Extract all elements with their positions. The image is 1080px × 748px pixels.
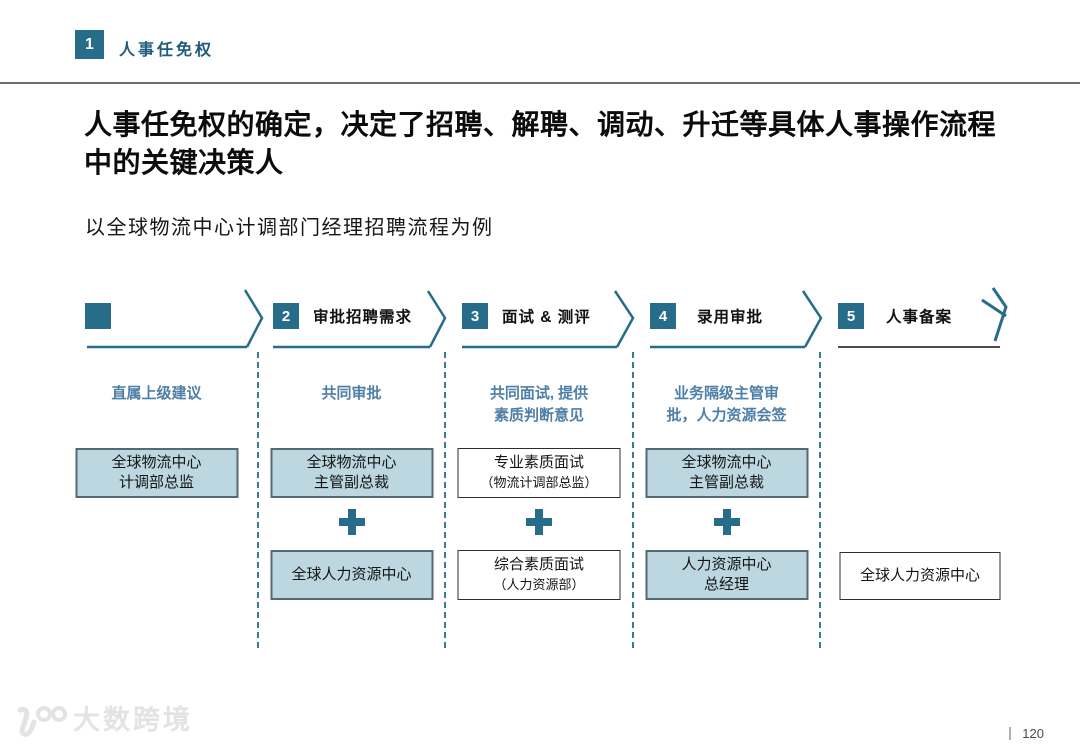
box-text-line2: 总经理: [703, 576, 749, 593]
box-text-line2: 主管副总裁: [313, 474, 389, 491]
step3-arrow-icon: [462, 290, 635, 349]
step5-label: 人事备案: [886, 309, 953, 326]
column4-role-line2: 批，人力资源会签: [666, 407, 787, 424]
step2-label: 审批招聘需求: [313, 309, 413, 326]
step3-label: 面试 & 测评: [502, 309, 591, 326]
flow-step-2: 2 审批招聘需求: [273, 303, 412, 329]
step2-number-badge: 2: [273, 303, 299, 329]
step1-number-badge: [85, 303, 111, 329]
column4-role-line1: 业务隔级主管审: [673, 385, 779, 402]
column2-role-header: 共同审批: [258, 383, 445, 405]
box-text-line1: 全球人力资源中心: [291, 566, 412, 583]
flow-column-4: 业务隔级主管审批，人力资源会签 全球物流中心 主管副总裁 人力资源中心 总经理: [633, 0, 820, 748]
decision-box-col4-row2: 人力资源中心 总经理: [645, 550, 808, 600]
box-text-line1: 专业素质面试: [493, 454, 584, 471]
column1-role-header: 直属上级建议: [55, 383, 258, 405]
column-separator-4: [819, 352, 821, 648]
flow-step-3: 3 面试 & 测评: [462, 303, 591, 329]
flow-column-2: 共同审批 全球物流中心 主管副总裁 全球人力资源中心: [258, 0, 445, 748]
watermark: 大数跨境: [12, 698, 193, 740]
slide-title: 人事任免权的确定，决定了招聘、解聘、调动、升迁等具体人事操作流程中的关键决策人: [84, 106, 1049, 182]
decision-box-col1-row1: 全球物流中心 计调部总监: [75, 448, 238, 498]
page-footer: 120: [1009, 726, 1044, 741]
slide-title-line2: 中的关键决策人: [84, 147, 284, 178]
step4-label: 录用审批: [697, 309, 764, 326]
step5-number-badge: 5: [838, 303, 864, 329]
column-separator-3: [632, 352, 634, 648]
box-text-line2: （人力资源部）: [493, 577, 585, 592]
box-text-line1: 综合素质面试: [493, 556, 584, 573]
step3-number-badge: 3: [462, 303, 488, 329]
column2-role-line1: 共同审批: [321, 385, 382, 402]
flow-column-5: 全球人力资源中心: [820, 0, 1020, 748]
flow-column-1: 直属上级建议 全球物流中心 计调部总监: [55, 0, 258, 748]
flow-step-1: [85, 303, 125, 329]
decision-box-col3-row2: 综合素质面试 （人力资源部）: [457, 550, 621, 600]
flow-column-3: 共同面试, 提供素质判断意见 专业素质面试 （物流计调部总监） 综合素质面试 （…: [445, 0, 633, 748]
column1-role-line1: 直属上级建议: [111, 385, 202, 402]
box-text-line1: 全球物流中心: [306, 454, 397, 471]
column3-role-header: 共同面试, 提供素质判断意见: [445, 383, 633, 427]
column3-role-line1: 共同面试, 提供: [489, 385, 589, 402]
page-number: 120: [1022, 726, 1044, 741]
slide-subtitle: 以全球物流中心计调部门经理招聘流程为例: [85, 217, 494, 239]
decision-box-col5: 全球人力资源中心: [839, 552, 1001, 600]
box-text-line1: 人力资源中心: [681, 556, 772, 573]
box-text-line2: 主管副总裁: [688, 474, 764, 491]
plus-icon: [711, 506, 743, 538]
watermark-text: 大数跨境: [73, 705, 193, 735]
column3-role-line2: 素质判断意见: [493, 407, 584, 424]
column-separator-2: [444, 352, 446, 648]
decision-box-col2-row2: 全球人力资源中心: [270, 550, 433, 600]
section-label: 人事任免权: [119, 42, 215, 59]
plus-icon: [523, 506, 555, 538]
step5-arrow-icon: [838, 287, 1008, 348]
step4-number-badge: 4: [650, 303, 676, 329]
slide-title-line1: 人事任免权的确定，决定了招聘、解聘、调动、升迁等具体人事操作流程: [84, 109, 997, 140]
section-number-badge: 1: [75, 30, 104, 59]
page-number-divider: [1009, 727, 1012, 740]
plus-icon: [336, 506, 368, 538]
box-text-line2: （物流计调部总监）: [480, 475, 598, 490]
decision-box-col4-row1: 全球物流中心 主管副总裁: [645, 448, 808, 498]
header-divider: [0, 82, 1080, 84]
box-text-line1: 全球人力资源中心: [859, 567, 980, 584]
flow-step-4: 4 录用审批: [650, 303, 763, 329]
decision-box-col2-row1: 全球物流中心 主管副总裁: [270, 448, 433, 498]
box-text-line1: 全球物流中心: [111, 454, 202, 471]
column4-role-header: 业务隔级主管审批，人力资源会签: [633, 383, 820, 427]
box-text-line1: 全球物流中心: [681, 454, 772, 471]
flow-step-5: 5 人事备案: [838, 303, 952, 329]
column-separator-1: [257, 352, 259, 648]
step1-arrow-icon: [87, 289, 264, 349]
box-text-line2: 计调部总监: [118, 474, 194, 491]
decision-box-col3-row1: 专业素质面试 （物流计调部总监）: [457, 448, 621, 498]
step4-arrow-icon: [650, 290, 823, 349]
watermark-logo-icon: [17, 706, 67, 737]
step2-arrow-icon: [273, 290, 447, 349]
